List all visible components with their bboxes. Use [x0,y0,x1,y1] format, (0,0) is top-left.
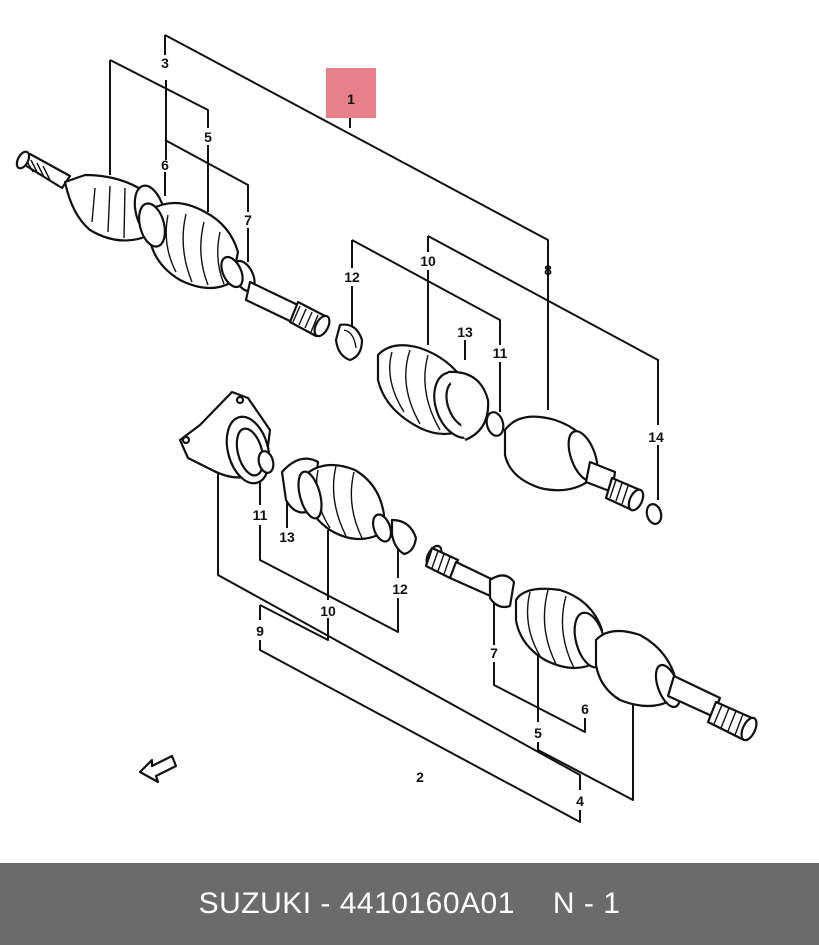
callout-1[interactable]: 1 [347,91,355,107]
callout-7-upper[interactable]: 7 [244,212,252,228]
callout-4[interactable]: 4 [576,793,584,809]
lower-drive-shaft [424,544,758,742]
callout-10-upper[interactable]: 10 [420,253,436,269]
inner-boot-kit [376,344,663,525]
lower-inner-joint [178,390,418,556]
callout-9[interactable]: 9 [256,623,264,639]
callout-2[interactable]: 2 [416,769,424,785]
callout-6-upper[interactable]: 6 [161,157,169,173]
callout-5-upper[interactable]: 5 [204,129,212,145]
callout-6-lower[interactable]: 6 [581,701,589,717]
callout-13-upper[interactable]: 13 [457,324,473,340]
part-number-footer: SUZUKI - 4410160A01 N - 1 [0,863,819,945]
callout-labels: 1 3 5 6 7 8 10 12 13 11 14 11 13 12 10 9… [161,55,664,809]
callout-10-lower[interactable]: 10 [320,603,336,619]
drive-shaft-exploded-diagram: 1 3 5 6 7 8 10 12 13 11 14 11 13 12 10 9… [15,34,758,823]
callout-7-lower[interactable]: 7 [490,645,498,661]
callout-8[interactable]: 8 [544,262,552,278]
upper-drive-shaft [15,150,364,362]
leader-lines [109,34,659,823]
callout-12-upper[interactable]: 12 [344,269,360,285]
callout-12-lower[interactable]: 12 [392,581,408,597]
brand-part-number: SUZUKI - 4410160A01 [198,887,515,920]
callout-3[interactable]: 3 [161,55,169,71]
callout-14[interactable]: 14 [648,429,664,445]
front-direction-arrow-icon [138,754,178,784]
callout-11-upper[interactable]: 11 [493,345,508,361]
quantity-label: N - 1 [552,887,621,920]
callout-13-lower[interactable]: 13 [279,529,295,545]
callout-11-lower[interactable]: 11 [253,507,268,523]
callout-1-highlight [326,68,376,118]
callout-5-lower[interactable]: 5 [534,725,542,741]
